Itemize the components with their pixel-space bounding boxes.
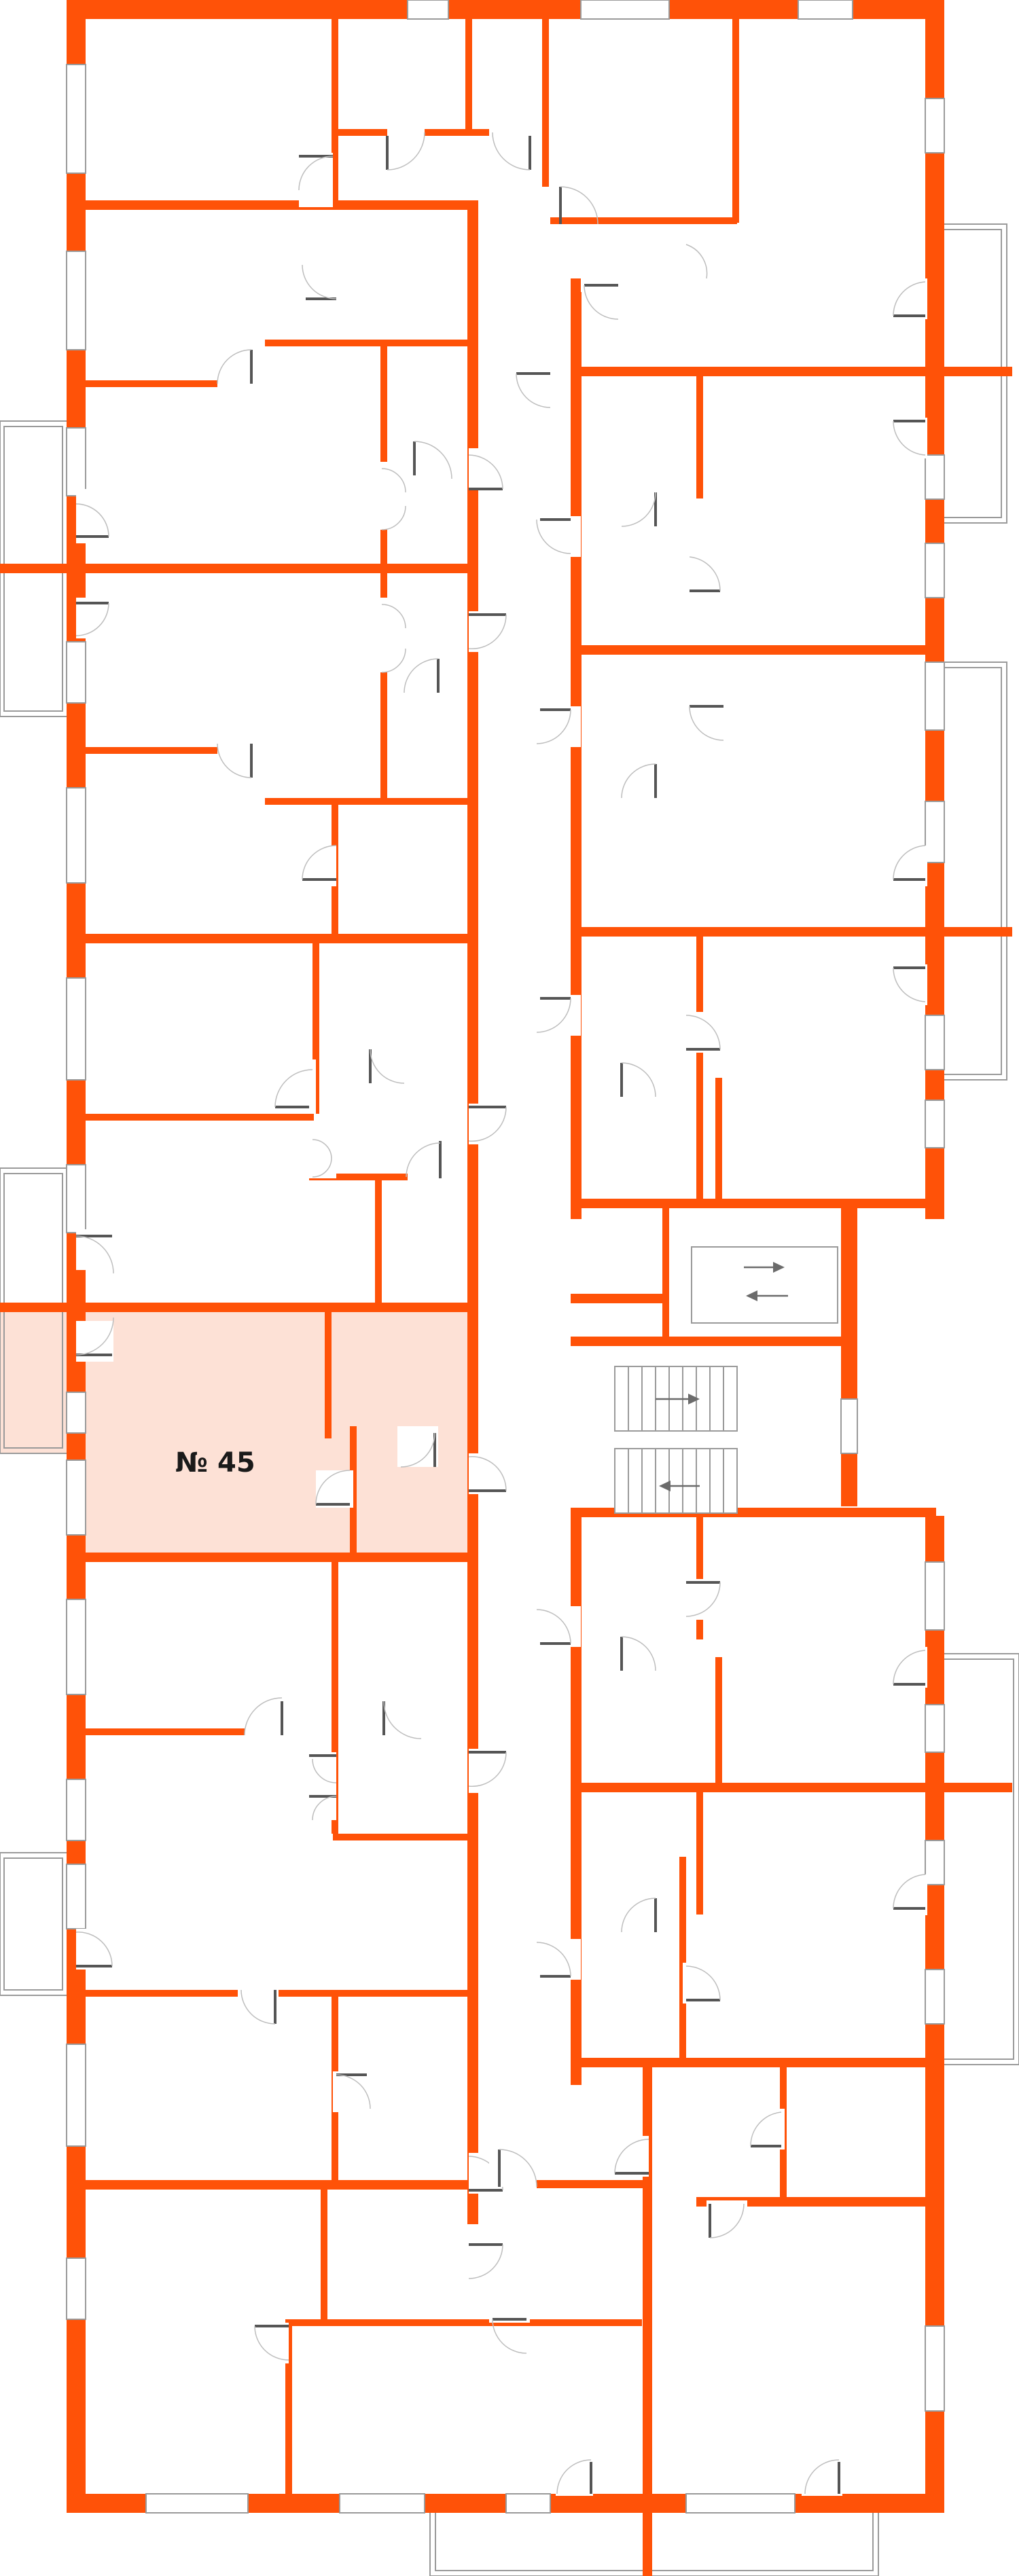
arrow-left-icon [746, 1290, 757, 1301]
door [890, 845, 927, 886]
apartment-45-label: № 45 [175, 1447, 255, 1479]
door [408, 435, 452, 479]
door [536, 995, 581, 1036]
door [75, 598, 110, 638]
door [380, 598, 406, 673]
door [618, 1633, 659, 1674]
door [890, 418, 927, 458]
door [75, 1229, 114, 1274]
door [333, 2071, 371, 2112]
door [380, 1701, 422, 1742]
door [536, 1939, 581, 1980]
elevator [691, 1246, 838, 1324]
door [747, 2109, 785, 2149]
door [618, 489, 659, 530]
door [556, 2459, 593, 2496]
door [468, 1749, 507, 1793]
door [618, 1895, 659, 1936]
door [309, 1752, 337, 1821]
door [611, 2136, 649, 2177]
staircase-lower [614, 1448, 738, 1514]
door [468, 611, 507, 652]
door [251, 2323, 289, 2363]
door [618, 1059, 659, 1100]
door [299, 845, 337, 886]
stair-down-arrow-icon [659, 1481, 671, 1491]
door [510, 367, 551, 408]
door [683, 1579, 723, 1620]
door [492, 129, 533, 170]
door [536, 1606, 581, 1647]
door [890, 278, 927, 319]
door [683, 1012, 723, 1053]
door [75, 1317, 114, 1362]
door [890, 964, 927, 1005]
door [489, 2282, 530, 2354]
door [686, 700, 727, 741]
door [581, 278, 622, 320]
door [468, 1453, 507, 1494]
door [468, 2241, 506, 2282]
staircase-upper [614, 1366, 738, 1432]
door [890, 1874, 927, 1915]
door [536, 516, 581, 557]
door [309, 1134, 336, 1178]
door [468, 1104, 507, 1144]
door [380, 462, 406, 530]
door [489, 2149, 537, 2188]
windows [66, 0, 945, 2514]
door [707, 2200, 747, 2238]
door [542, 186, 598, 225]
door [890, 1647, 927, 1688]
door [244, 1697, 285, 1739]
door [274, 1059, 316, 1114]
door [298, 153, 334, 207]
door [406, 1141, 442, 1182]
door [238, 1987, 279, 2027]
door [686, 554, 723, 594]
door [363, 1049, 405, 1084]
door [404, 658, 445, 693]
door [75, 489, 110, 543]
door [683, 1963, 723, 2003]
doors [75, 129, 927, 2496]
door [386, 129, 425, 170]
door [468, 448, 503, 490]
door [315, 1470, 353, 1508]
door [802, 2459, 842, 2496]
door [397, 1426, 438, 1468]
door [618, 761, 659, 801]
door [75, 1929, 113, 1970]
door [217, 349, 258, 391]
door [299, 258, 337, 300]
door [536, 706, 581, 747]
arrow-right-icon [773, 1262, 785, 1273]
door [217, 743, 258, 778]
door [679, 231, 720, 285]
stair-up-arrow-icon [688, 1394, 700, 1404]
